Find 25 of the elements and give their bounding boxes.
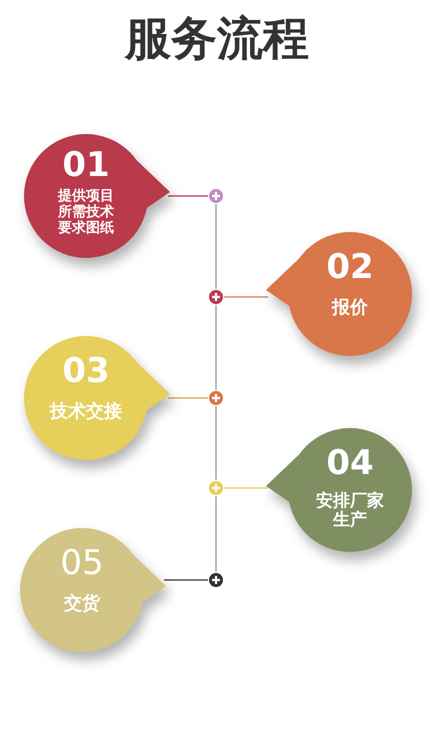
step-number: 03 [61,352,111,390]
plus-marker [208,188,224,204]
connector-line [168,397,208,399]
connector-line [164,579,208,581]
connector-line [168,195,208,197]
connector-line [215,406,217,480]
step-label: 报价 [330,298,369,318]
connector-line [224,487,268,489]
step-label: 交货 [63,594,101,614]
step-label: 安排厂家生产 [315,492,385,530]
connector-line [215,305,217,390]
plus-marker [208,289,224,305]
step-label: 提供项目所需技术要求图纸 [57,188,115,236]
step-number: 05 [59,544,105,582]
step-number: 04 [325,444,375,482]
step-number: 02 [325,248,375,286]
plus-marker [208,572,224,588]
connector-line [224,296,268,298]
connector-line [215,204,217,289]
step-number: 01 [61,146,111,184]
connector-line [215,496,217,572]
title: 服务流程 [123,10,310,67]
plus-marker [208,480,224,496]
plus-marker [208,390,224,406]
step-label: 技术交接 [48,402,123,422]
